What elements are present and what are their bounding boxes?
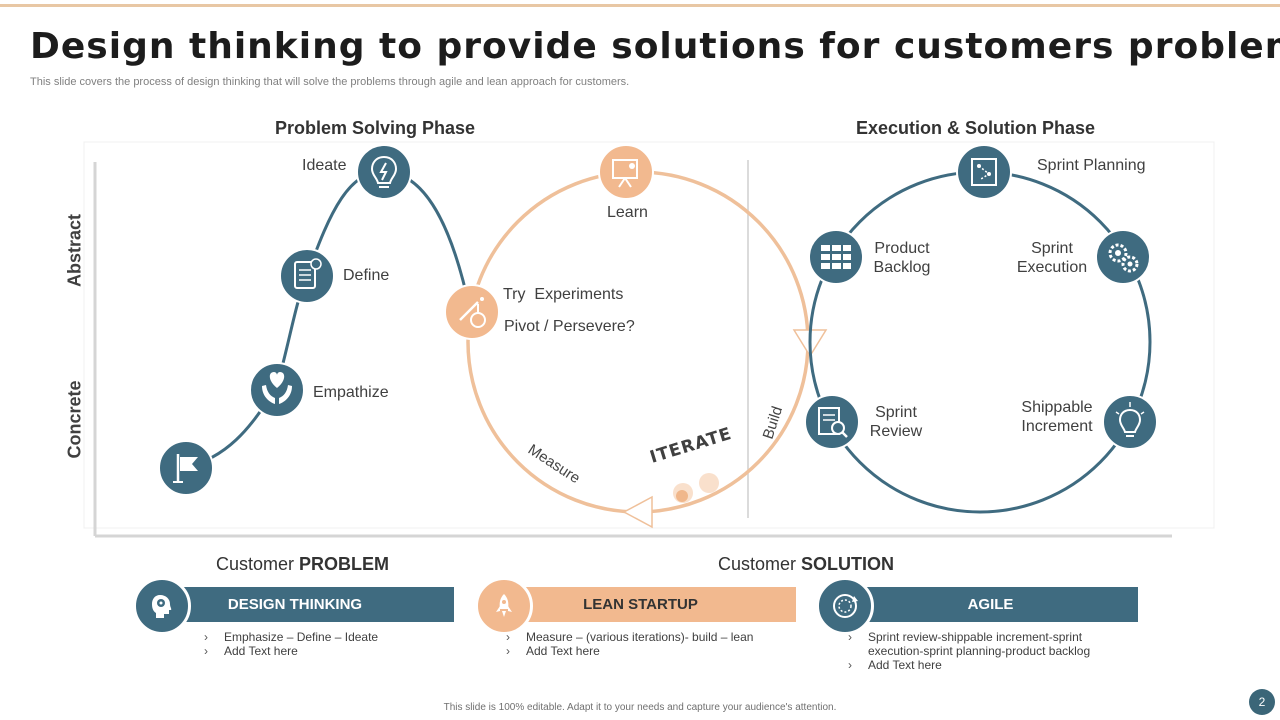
sprint-execution-gears-icon <box>1095 229 1151 285</box>
decor-dot-1 <box>699 473 719 493</box>
empathize-hands-heart-icon <box>249 362 305 418</box>
list-item: Add Text here <box>204 644 444 658</box>
product-backlog-icon <box>808 229 864 285</box>
pivot-persevere-label: Pivot / Persevere? <box>504 318 635 335</box>
shippable-increment-bulb-icon <box>1102 394 1158 450</box>
head-gears-icon <box>133 577 191 635</box>
problem-solving-phase-heading: Problem Solving Phase <box>275 118 476 138</box>
page-subtitle: This slide covers the process of design … <box>30 76 630 88</box>
learn-label: Learn <box>607 204 648 221</box>
list-item: Sprint review-shippable increment-sprint… <box>848 630 1108 658</box>
define-label: Define <box>343 267 390 284</box>
agile-bullets: Sprint review-shippable increment-sprint… <box>848 630 1108 672</box>
experiment-flask-icon <box>444 284 500 340</box>
sprint-planning-label: Sprint Planning <box>1037 157 1146 174</box>
design-thinking-bullets: Emphasize – Define – Ideate Add Text her… <box>204 630 444 658</box>
agile-bar: AGILE <box>843 587 1138 622</box>
flag-icon <box>158 440 214 496</box>
sprint-review-icon <box>804 394 860 450</box>
define-document-icon <box>279 248 335 304</box>
list-item: Add Text here <box>848 658 1108 672</box>
lean-startup-bar: LEAN STARTUP <box>485 587 796 622</box>
customer-solution-heading: Customer SOLUTION <box>718 554 895 574</box>
rocket-icon <box>475 577 533 635</box>
try-experiments-label: Try Experiments <box>503 286 624 303</box>
list-item: Measure – (various iterations)- build – … <box>506 630 786 644</box>
ideate-label: Ideate <box>302 157 347 174</box>
agile-cycle-icon <box>816 577 874 635</box>
learn-presentation-icon <box>598 144 654 200</box>
lean-startup-bullets: Measure – (various iterations)- build – … <box>506 630 786 658</box>
ideate-lightbulb-icon <box>356 144 412 200</box>
list-item: Emphasize – Define – Ideate <box>204 630 444 644</box>
loop-arrow-bottom <box>622 495 653 529</box>
sprint-planning-icon <box>956 144 1012 200</box>
abstract-axis-label: Abstract <box>64 213 85 288</box>
diagram-panel <box>83 141 1215 529</box>
footer-note: This slide is 100% editable. Adapt it to… <box>443 702 837 713</box>
list-item: Add Text here <box>506 644 786 658</box>
top-accent-line <box>0 4 1280 7</box>
concrete-axis-label: Concrete <box>64 380 85 459</box>
page-title: Design thinking to provide solutions for… <box>30 26 1280 67</box>
design-thinking-bar: DESIGN THINKING <box>160 587 454 622</box>
empathize-label: Empathize <box>313 384 389 401</box>
decor-dot-3 <box>676 490 688 502</box>
execution-phase-heading: Execution & Solution Phase <box>856 118 1096 138</box>
page-number-badge: 2 <box>1249 689 1275 715</box>
customer-problem-heading: Customer PROBLEM <box>216 554 390 574</box>
